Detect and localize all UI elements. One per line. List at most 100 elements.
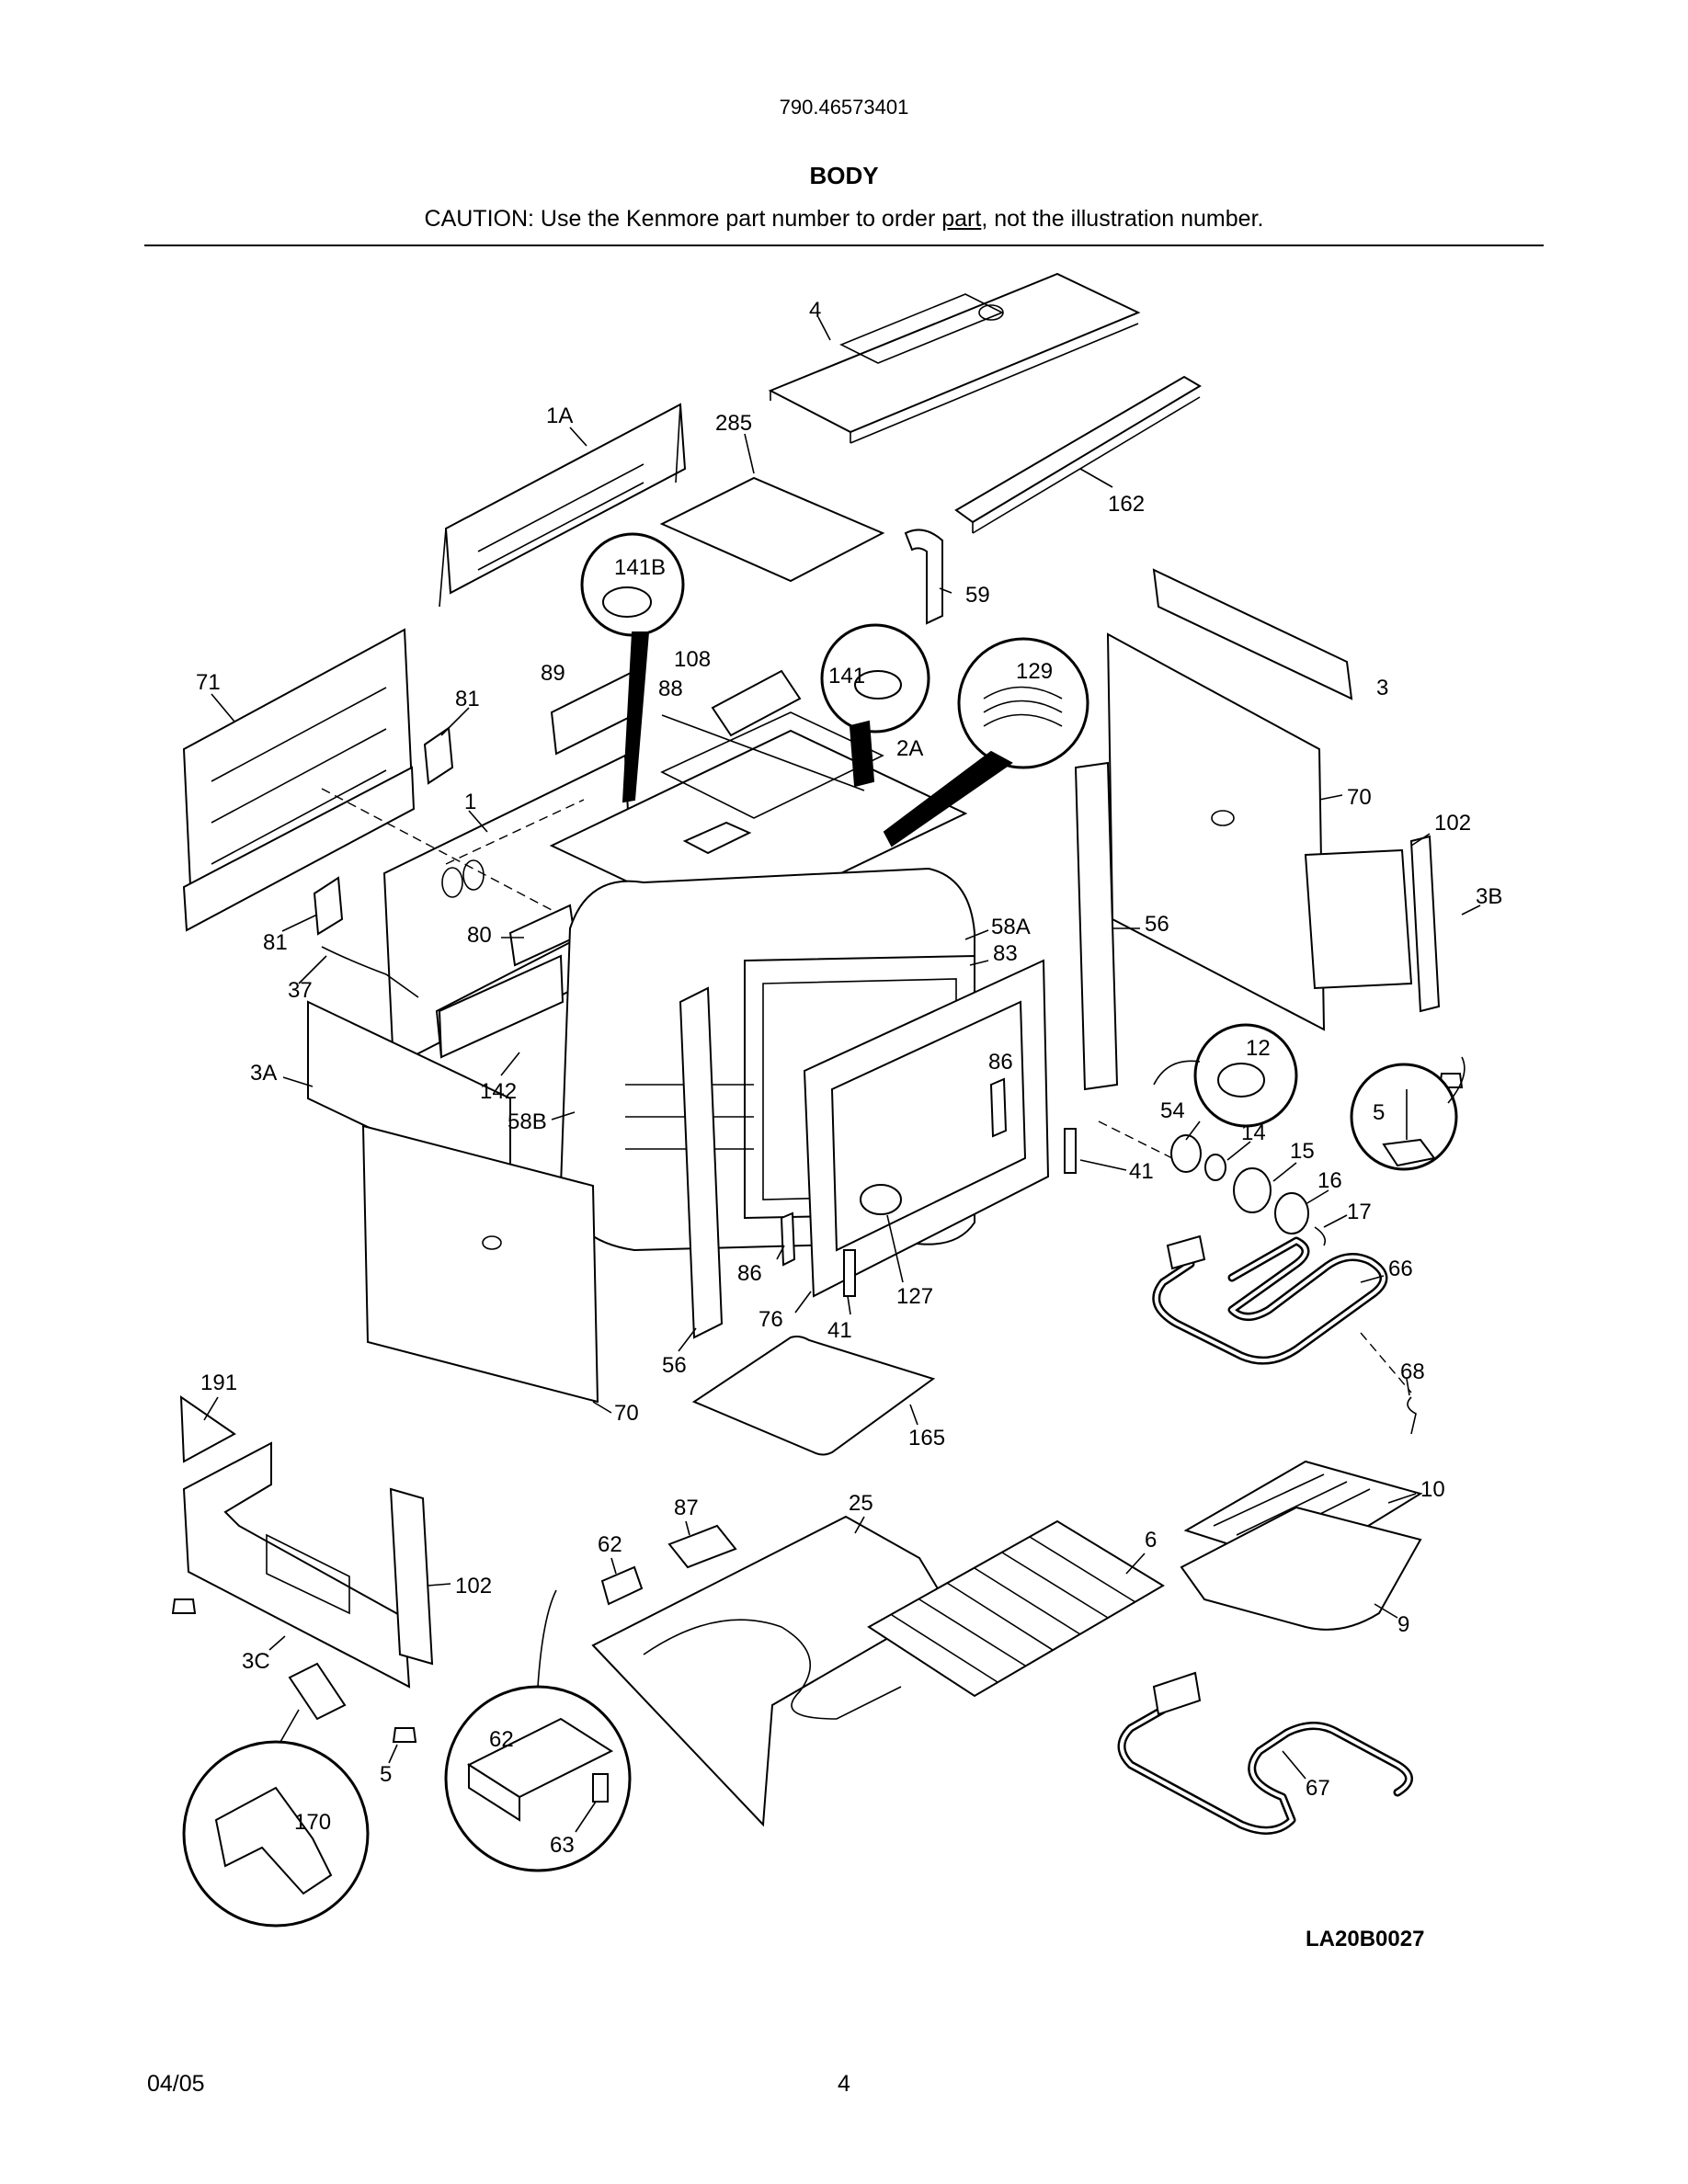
part-oven-bottom xyxy=(591,1515,949,1827)
callout-label: 56 xyxy=(662,1353,687,1378)
callout-label: 6 xyxy=(1145,1528,1157,1553)
callout-label: 86 xyxy=(737,1261,762,1286)
callout-label: 10 xyxy=(1420,1477,1445,1502)
callout-label: 83 xyxy=(993,941,1018,966)
section-title: BODY xyxy=(809,162,879,189)
detail-circle-62-63 xyxy=(444,1589,632,1872)
callout-label: 37 xyxy=(288,978,313,1003)
part-small-bracket-lower xyxy=(313,876,344,936)
part-right-bracket-102 xyxy=(1304,848,1413,990)
part-corner-gusset xyxy=(179,1395,236,1463)
part-insulation-sheet xyxy=(659,476,885,583)
callout-label: 66 xyxy=(1388,1257,1413,1281)
callout-label: 70 xyxy=(1347,785,1372,810)
callout-label: 58B xyxy=(508,1109,547,1134)
caution-suffix: , not the illustration number. xyxy=(981,206,1264,232)
callout-label: 81 xyxy=(455,687,480,711)
callout-label: 102 xyxy=(455,1574,492,1598)
callout-label: 141B xyxy=(614,555,666,580)
part-light-socket xyxy=(1170,1134,1202,1173)
part-terminal-block-small xyxy=(600,1565,644,1606)
detail-circle-170 xyxy=(182,1709,370,1928)
callout-label: 2A xyxy=(896,736,923,761)
part-vent-tube xyxy=(904,529,943,625)
figure-code: LA20B0027 xyxy=(1306,1927,1425,1951)
assembly-line-top xyxy=(445,799,585,865)
callout-labels: 4 1A 285 162 59 141B 89 108 88 141 129 2… xyxy=(196,298,1502,1858)
model-number: 790.46573401 xyxy=(779,96,909,119)
part-front-channel-right xyxy=(1074,761,1119,1091)
callout-label: 71 xyxy=(196,670,221,695)
page-number: 4 xyxy=(838,2071,850,2097)
callout-label: 5 xyxy=(1373,1100,1385,1125)
part-lower-left-frame xyxy=(182,1441,411,1689)
detail-circle-5 xyxy=(1350,1056,1466,1171)
callout-label: 54 xyxy=(1160,1098,1185,1123)
callout-label: 15 xyxy=(1290,1139,1315,1164)
callout-label: 170 xyxy=(294,1810,331,1835)
detail-circle-129 xyxy=(883,637,1089,847)
part-small-bracket-upper xyxy=(423,726,454,785)
part-hinge-receiver-lower xyxy=(780,1211,796,1267)
callout-label: 67 xyxy=(1306,1776,1330,1801)
part-front-channel-left xyxy=(679,986,724,1339)
footer-date: 04/05 xyxy=(147,2071,205,2097)
part-broil-element xyxy=(1152,1234,1388,1365)
callout-label: 3A xyxy=(250,1061,277,1086)
callout-label: 59 xyxy=(965,583,990,608)
callout-label: 165 xyxy=(908,1426,945,1450)
callout-label: 76 xyxy=(758,1307,783,1332)
part-left-side-panel xyxy=(182,628,416,932)
part-lower-right-upright xyxy=(389,1487,434,1666)
callout-label: 86 xyxy=(988,1050,1013,1075)
part-anti-tip-bracket xyxy=(288,1662,347,1721)
callout-label: 127 xyxy=(896,1284,933,1309)
part-oven-light xyxy=(860,1184,902,1215)
part-door-seal-strip-lower xyxy=(843,1249,856,1297)
caution-prefix: CAUTION: Use the Kenmore part number to … xyxy=(424,206,942,232)
detail-circle-141b xyxy=(580,532,685,803)
callout-label: 41 xyxy=(827,1318,852,1343)
lower-panel-hole xyxy=(482,1235,502,1250)
part-bake-element xyxy=(1117,1671,1413,1835)
caution-note: CAUTION: Use the Kenmore part number to … xyxy=(0,206,1688,233)
assembly-line-element xyxy=(1360,1332,1412,1393)
callout-label: 191 xyxy=(200,1371,237,1395)
callout-label: 3 xyxy=(1376,676,1388,700)
part-broiler-pan xyxy=(1180,1506,1422,1631)
part-right-side-panel xyxy=(1106,632,1326,1031)
callout-label: 1A xyxy=(546,404,573,428)
callout-label: 14 xyxy=(1241,1120,1266,1145)
callout-label: 88 xyxy=(658,677,683,701)
callout-label: 102 xyxy=(1434,811,1471,836)
part-lens-clip xyxy=(1314,1226,1327,1246)
part-hinge-receiver-upper xyxy=(989,1077,1008,1138)
callout-label: 162 xyxy=(1108,492,1145,517)
part-left-lower-side-panel xyxy=(361,1124,599,1404)
part-light-lens xyxy=(1274,1192,1309,1234)
callout-label: 141 xyxy=(828,664,865,688)
right-panel-hole xyxy=(1211,810,1235,826)
part-fan-shaft xyxy=(661,714,865,791)
callout-label: 285 xyxy=(715,411,752,436)
callout-label: 81 xyxy=(263,930,288,955)
callout-label: 62 xyxy=(598,1532,622,1557)
caution-underlined-word: part xyxy=(941,206,982,232)
callout-label: 89 xyxy=(541,661,565,686)
part-lower-rear-panel xyxy=(438,954,565,1059)
callout-label: 16 xyxy=(1317,1168,1342,1193)
part-leveling-leg-left xyxy=(171,1598,197,1614)
part-element-clip xyxy=(1407,1396,1417,1435)
callout-label: 5 xyxy=(380,1762,392,1787)
assembly-line-right-side xyxy=(1098,1120,1173,1159)
part-bottom-bracket xyxy=(667,1524,737,1569)
callout-label: 68 xyxy=(1400,1359,1425,1384)
part-rear-bracket xyxy=(439,403,687,608)
callout-label: 63 xyxy=(550,1833,575,1858)
part-light-socket-ring xyxy=(1204,1154,1226,1181)
callout-label: 3C xyxy=(242,1649,270,1674)
callout-label: 142 xyxy=(480,1079,517,1104)
part-top-panel xyxy=(768,272,1141,444)
part-right-bracket-3b xyxy=(1409,835,1441,1013)
